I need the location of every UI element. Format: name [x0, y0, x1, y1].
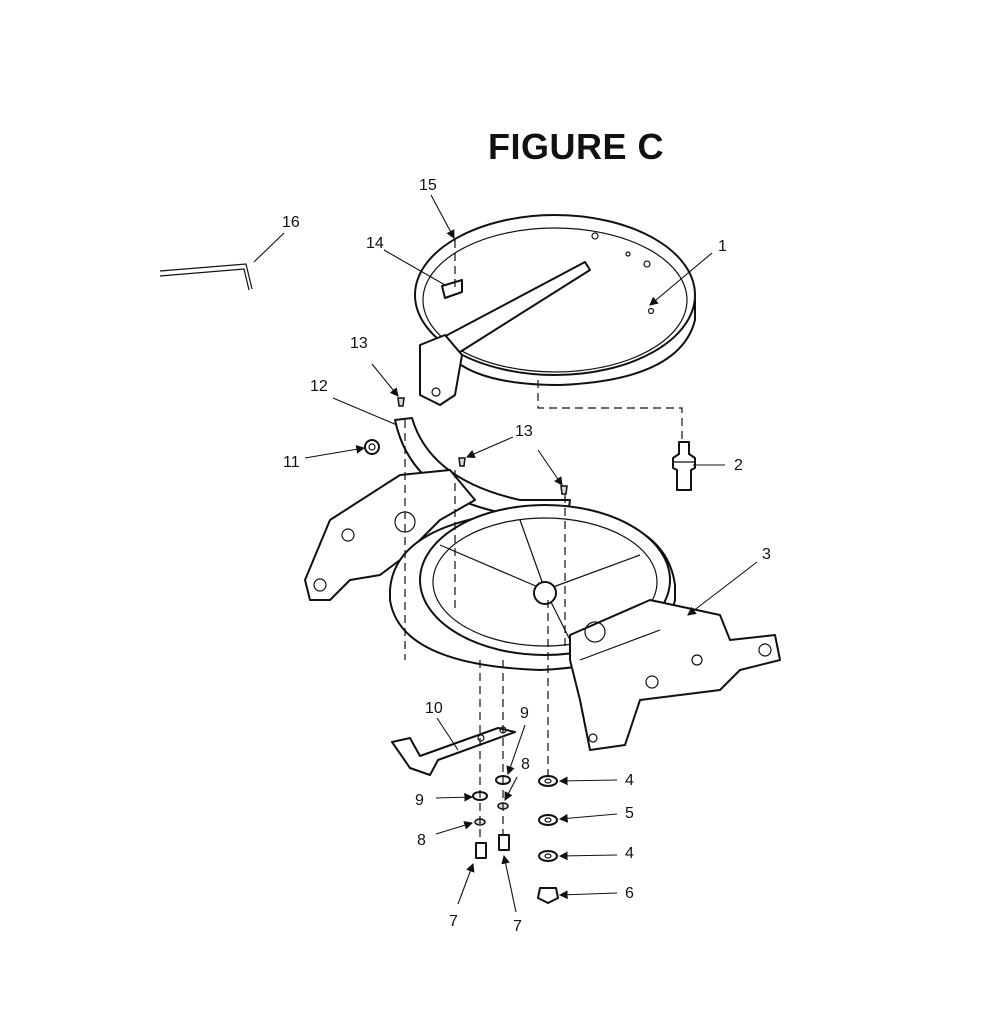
lock-pin [672, 441, 696, 491]
callout-9-left: 9 [415, 792, 424, 809]
leader-lines [253, 194, 758, 913]
callout-8-right: 8 [521, 756, 530, 773]
miter-table [414, 214, 696, 406]
callout-1: 1 [718, 238, 727, 255]
figure-title: FIGURE C [487, 126, 664, 167]
callout-12: 12 [310, 378, 328, 395]
callout-7-right: 7 [513, 918, 522, 935]
callout-4-top: 4 [625, 772, 634, 789]
callout-11: 11 [283, 454, 300, 471]
callout-13-right: 13 [515, 423, 533, 440]
hex-key-wrench [159, 263, 253, 291]
screw-11 [364, 439, 380, 455]
assembly-lines [404, 240, 683, 842]
callout-labels: 1 2 3 4 4 5 6 7 7 8 8 9 9 10 11 12 13 13… [282, 177, 771, 935]
callout-15: 15 [419, 177, 437, 194]
callout-16: 16 [282, 214, 300, 231]
callout-13-left: 13 [350, 335, 368, 352]
callout-3: 3 [762, 546, 771, 563]
callout-7-left: 7 [449, 913, 458, 930]
scale-screws [397, 397, 568, 495]
callout-2: 2 [734, 457, 743, 474]
saw-base [304, 469, 781, 751]
callout-4-bottom: 4 [625, 845, 634, 862]
callout-9-right: 9 [520, 705, 529, 722]
callout-5: 5 [625, 805, 634, 822]
support-bracket [391, 726, 516, 776]
callout-10: 10 [425, 700, 443, 717]
callout-6: 6 [625, 885, 634, 902]
hardware-stack [472, 775, 559, 904]
callout-8-left: 8 [417, 832, 426, 849]
callout-14: 14 [366, 235, 384, 252]
